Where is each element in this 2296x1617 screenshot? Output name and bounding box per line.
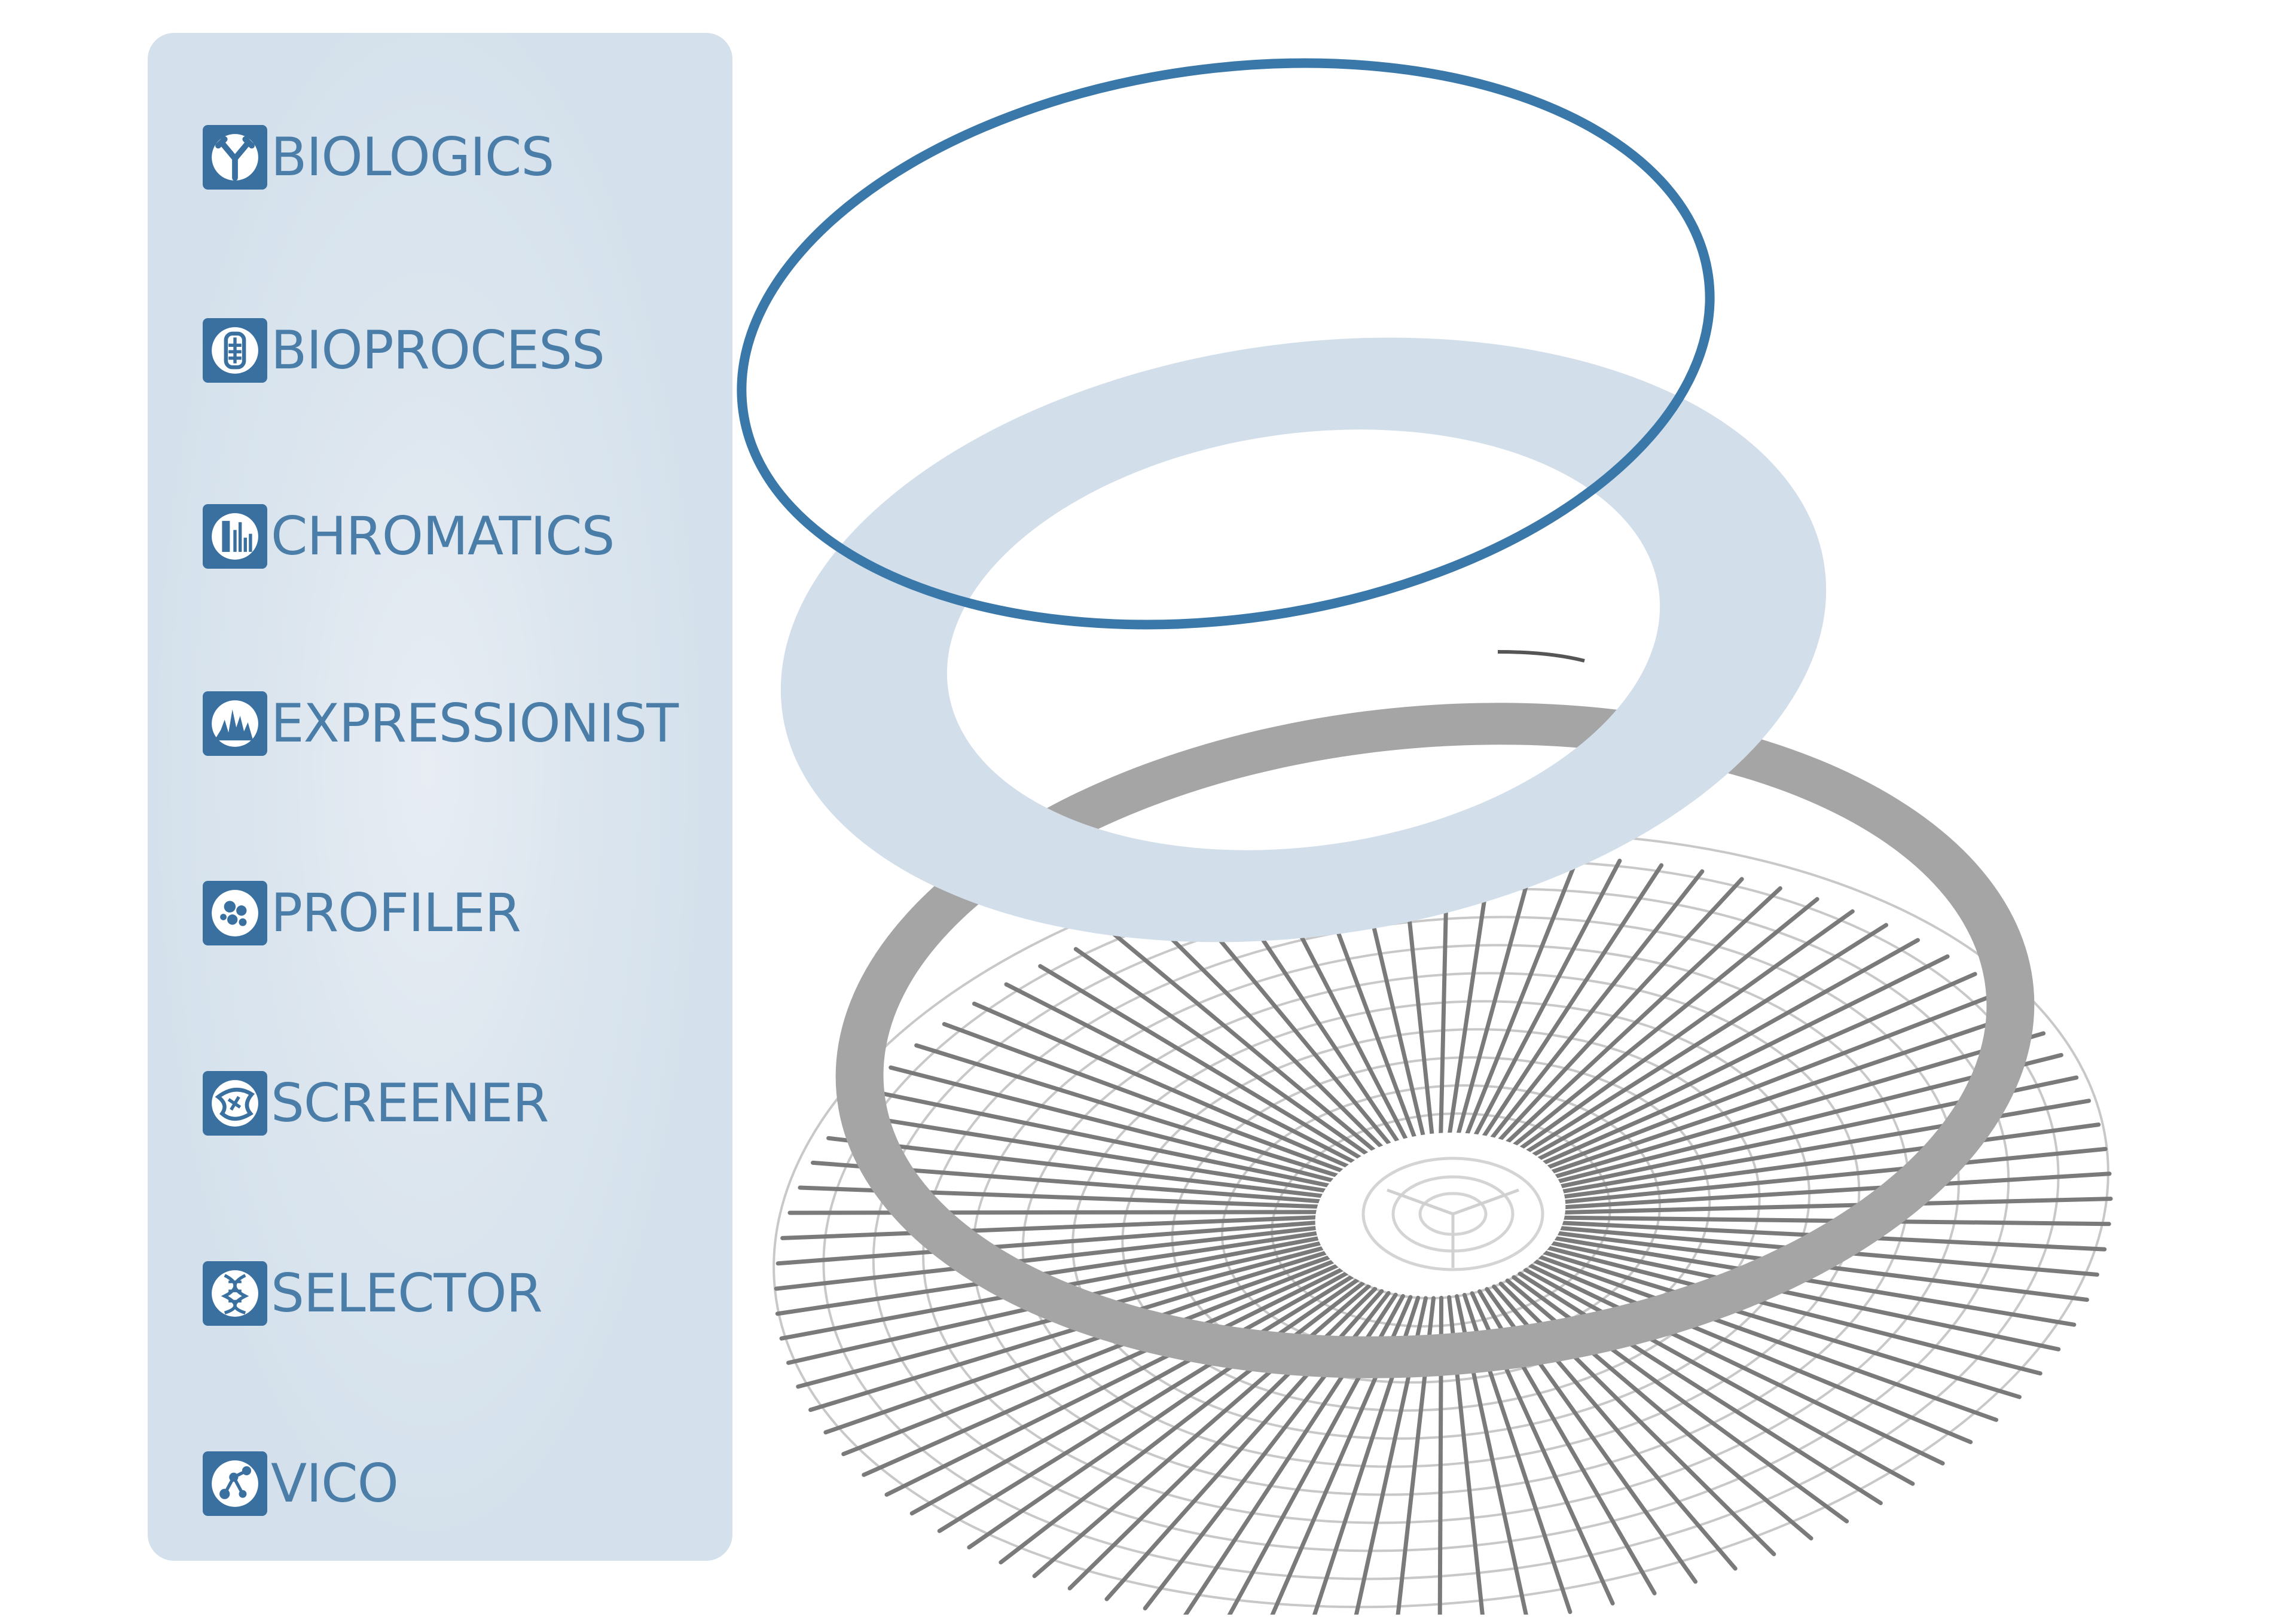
module-label: BIOPROCESS — [271, 319, 605, 381]
dish-spoke — [1538, 1255, 1999, 1422]
module-item-chromatics[interactable]: CHROMATICS — [203, 501, 615, 572]
bioreactor-icon — [203, 318, 267, 383]
dish-spoke — [1557, 1146, 2108, 1205]
dish-spoke — [1504, 897, 1819, 1154]
module-item-biologics[interactable]: BIOLOGICS — [203, 121, 554, 193]
dish-spoke — [841, 1259, 1336, 1457]
rings-diagram — [737, 58, 2113, 1615]
dish-hub-spoke — [1452, 1188, 1519, 1216]
dish-spoke — [914, 1043, 1348, 1180]
spoke-layer — [773, 831, 2113, 1615]
module-item-bioprocess[interactable]: BIOPROCESS — [203, 315, 605, 386]
dish-spoke — [889, 1065, 1344, 1185]
module-item-screener[interactable]: SCREENER — [203, 1067, 549, 1139]
accent-line — [1497, 650, 1585, 663]
dish-spoke — [1523, 1267, 1915, 1486]
dish-spoke — [967, 1278, 1359, 1549]
dish-spoke — [1461, 856, 1580, 1145]
antibody-icon — [203, 125, 267, 190]
dish-spoke — [775, 1220, 1324, 1266]
compound-screen-icon — [203, 1071, 267, 1136]
dish-spoke — [937, 1274, 1354, 1533]
dish-spoke — [1518, 1271, 1883, 1505]
molecule-cluster-icon — [203, 881, 267, 945]
dish-spoke — [1528, 954, 1950, 1166]
dish-spoke — [1517, 923, 1888, 1159]
module-label: SCREENER — [271, 1072, 549, 1134]
light-ring — [780, 337, 1827, 942]
dish-spoke — [1537, 990, 2002, 1173]
module-item-expressionist[interactable]: EXPRESSIONIST — [203, 688, 679, 759]
dish-spoke — [1558, 1197, 2113, 1215]
dish-spoke — [999, 1281, 1365, 1565]
dish-spoke — [775, 1230, 1324, 1316]
dish-spoke — [942, 1021, 1354, 1176]
module-panel: BIOLOGICS BIOPROCESS CHROMATICS EXPRESSI… — [148, 33, 732, 1561]
dish-spoke — [1555, 1122, 2101, 1200]
module-label: SELECTOR — [271, 1262, 543, 1324]
dish-spoke — [1549, 1240, 2061, 1351]
dish-spoke — [1546, 1031, 2046, 1181]
dish-spoke — [1149, 917, 1390, 1156]
dish-hub-spoke — [1387, 1188, 1454, 1216]
dish-spoke — [972, 1001, 1359, 1173]
dish-spoke — [826, 1136, 1333, 1200]
dish-spoke — [1491, 877, 1744, 1149]
dish-spoke — [1542, 1250, 2022, 1399]
module-label: EXPRESSIONIST — [271, 692, 679, 754]
dish-spoke — [787, 1210, 1326, 1215]
module-label: PROFILER — [271, 882, 521, 944]
dish-spoke — [1454, 855, 1537, 1144]
dish-spoke — [1032, 1284, 1371, 1579]
dish-hub-ring — [1361, 1157, 1544, 1271]
module-label: BIOLOGICS — [271, 126, 554, 188]
dish-spoke — [1477, 863, 1664, 1146]
dish-spoke — [1534, 1259, 1973, 1444]
module-label: CHROMATICS — [271, 505, 615, 567]
nodes-graph-icon — [203, 1451, 267, 1516]
dish-spoke — [1528, 1264, 1945, 1466]
dish-spoke — [1484, 869, 1705, 1148]
dish-spoke — [1558, 1171, 2112, 1210]
dish-spoke — [1469, 858, 1622, 1145]
dish-spoke — [774, 1225, 1324, 1291]
module-item-vico[interactable]: VICO — [203, 1448, 399, 1520]
dish-spoke — [1111, 931, 1384, 1158]
module-label: VICO — [271, 1453, 399, 1514]
dish-spoke — [780, 1215, 1325, 1240]
dish-spoke — [1546, 1246, 2042, 1376]
module-item-profiler[interactable]: PROFILER — [203, 877, 521, 949]
chromatography-icon — [203, 504, 267, 569]
dish-spoke — [844, 1112, 1336, 1194]
dish-spoke — [865, 1088, 1340, 1190]
dish-hub — [1315, 1133, 1566, 1296]
blue-ring — [737, 58, 1715, 630]
dish-spoke — [1498, 886, 1782, 1151]
dish-spoke — [1552, 1235, 2077, 1327]
dish-spoke — [884, 1267, 1345, 1497]
dish-spoke — [1511, 909, 1855, 1156]
dna-selector-icon — [203, 1261, 267, 1326]
peaks-icon — [203, 691, 267, 756]
dish-spoke — [1189, 904, 1397, 1153]
dish-spoke — [1533, 972, 1977, 1169]
module-item-selector[interactable]: SELECTOR — [203, 1258, 543, 1329]
dish-spoke — [1038, 964, 1370, 1165]
dish-spoke — [823, 1254, 1333, 1435]
dish-spoke — [1446, 855, 1493, 1144]
dish-spoke — [862, 1263, 1341, 1477]
dish-spoke — [1073, 947, 1377, 1161]
dish-spoke — [1523, 938, 1921, 1162]
dish-spoke — [909, 1271, 1349, 1516]
dish-spoke — [1541, 1010, 2026, 1177]
dish-spoke — [1004, 982, 1364, 1168]
dish-spoke — [808, 1250, 1330, 1412]
